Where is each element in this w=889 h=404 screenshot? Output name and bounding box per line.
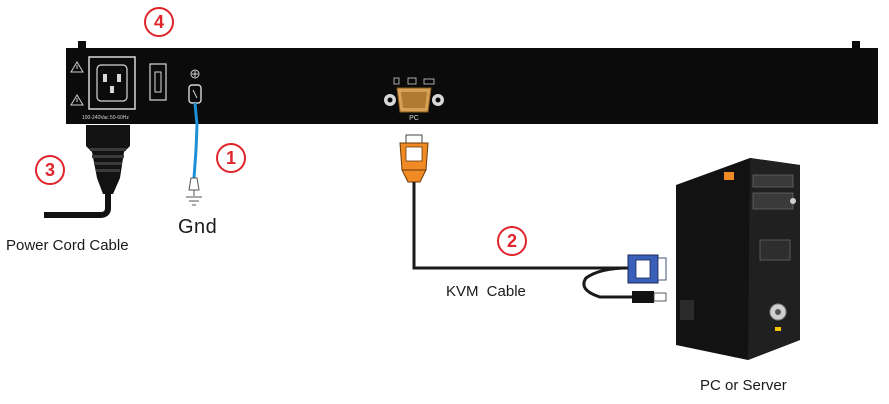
kvm-cable-label: KVM Cable [446,283,526,300]
badge-ground: 1 [216,143,246,173]
kvm-vga-end [627,254,667,284]
badge-power-cord: 3 [35,155,65,185]
kvm-cable [412,182,632,299]
ground-wire [186,102,202,206]
kvm-usb-end [632,291,667,303]
kvm-vga-connector [399,134,429,183]
warning-icon [70,94,84,106]
badge-power-switch: 4 [144,7,174,37]
power-cord-label: Power Cord Cable [6,237,129,254]
warning-icon [70,61,84,73]
power-switch [149,63,167,101]
ground-terminal [188,69,202,104]
voltage-label: 100-240Vac 50-60Hz [82,115,129,121]
pc-tower [676,158,800,360]
pc-port-icons [393,77,435,85]
rear-panel [66,41,878,124]
power-inlet [88,56,136,110]
gnd-label: Gnd [178,216,218,238]
pc-vga-port [384,87,444,113]
pc-port-label: PC [409,115,419,122]
pc-server-label: PC or Server [700,377,787,394]
power-cord-plug [44,125,130,218]
badge-kvm-cable: 2 [497,226,527,256]
